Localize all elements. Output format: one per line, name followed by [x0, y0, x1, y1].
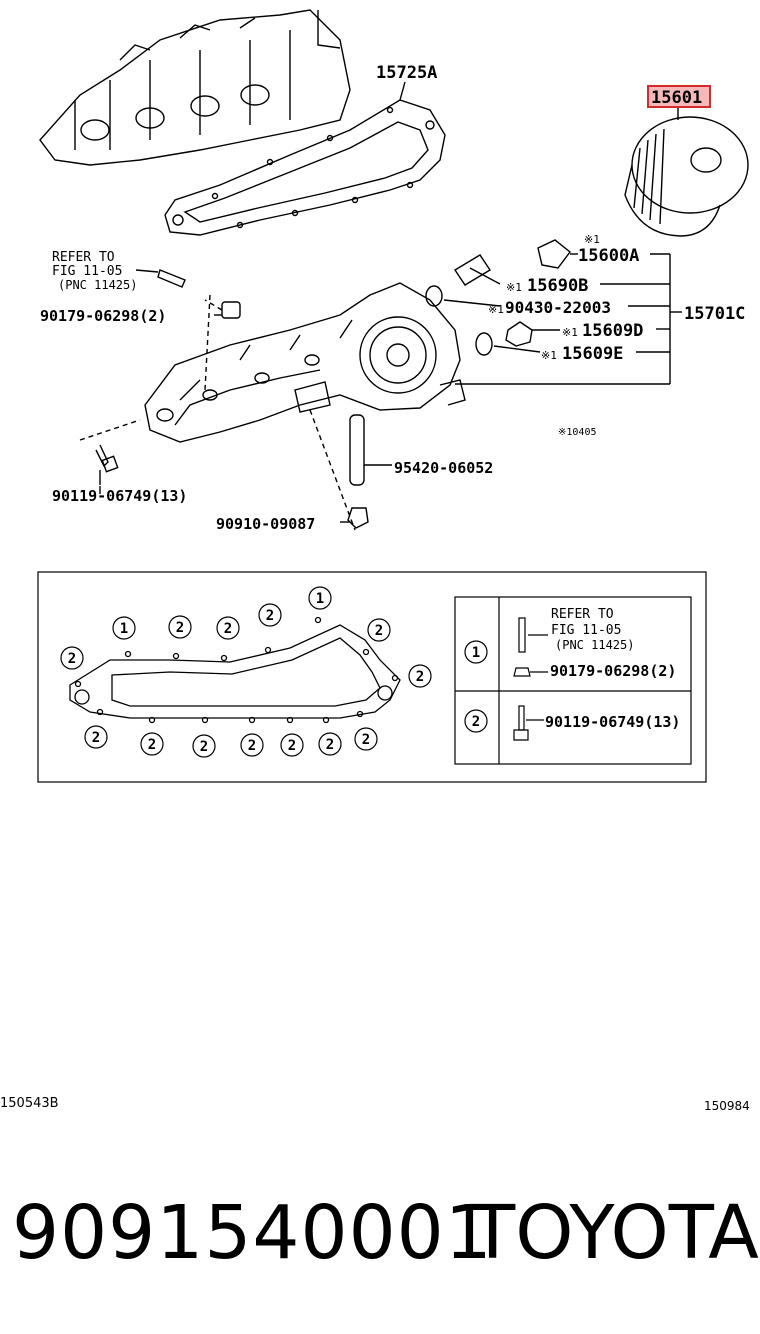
- oil-cooler-housing-drawing: [144, 282, 466, 443]
- mark-15609D: ※1: [562, 326, 578, 339]
- label-95420: 95420-06052: [394, 459, 493, 477]
- engine-block-drawing: [39, 9, 351, 166]
- marker-2f: 2: [416, 669, 424, 685]
- label-15701C: 15701C: [684, 304, 745, 324]
- marker-2h: 2: [148, 737, 156, 753]
- small-parts-drawing: [425, 239, 578, 356]
- highlight-box: [647, 85, 711, 108]
- detail-frame: [37, 571, 707, 783]
- label-15601: 15601: [651, 88, 702, 108]
- label-15609E: 15609E: [562, 344, 623, 364]
- marker-1b: 1: [316, 591, 324, 607]
- legend-part-1: 90179-06298(2): [550, 662, 676, 680]
- drawing-code-left: 150543B: [0, 1096, 59, 1111]
- refer-line-3: (PNC 11425): [58, 278, 137, 292]
- pipe-95420-drawing: [309, 409, 392, 531]
- label-15600A: 15600A: [578, 246, 639, 266]
- marker-2m: 2: [362, 732, 370, 748]
- label-90910: 90910-09087: [216, 515, 315, 533]
- legend-refer-1: REFER TO: [551, 607, 614, 622]
- label-90119: 90119-06749(13): [52, 487, 187, 505]
- legend-refer-2: FIG 11-05: [551, 623, 621, 638]
- mark-15609E: ※1: [541, 349, 557, 362]
- legend-refer-3: (PNC 11425): [555, 638, 634, 652]
- legend-part-2: 90119-06749(13): [545, 713, 680, 731]
- marker-2g: 2: [92, 730, 100, 746]
- gasket-drawing: [164, 81, 446, 236]
- refer-line-1: REFER TO: [52, 250, 115, 265]
- mark-15600A: ※1: [584, 233, 600, 246]
- part-number: 9091540001: [12, 1190, 493, 1276]
- legend-num-2: 2: [472, 714, 480, 730]
- marker-2k: 2: [288, 738, 296, 754]
- note-10405: ※10405: [558, 427, 596, 438]
- bolt-90119-drawing: [79, 419, 141, 485]
- marker-2j: 2: [248, 738, 256, 754]
- nut-90179-drawing: [204, 294, 241, 391]
- detail-gasket-drawing: [69, 616, 401, 724]
- marker-1a: 1: [120, 621, 128, 637]
- brand-name: TOYOTA: [470, 1190, 759, 1276]
- marker-2a: 2: [176, 620, 184, 636]
- label-15690B: 15690B: [527, 276, 588, 296]
- legend-num-1: 1: [472, 645, 480, 661]
- label-90179: 90179-06298(2): [40, 307, 166, 325]
- plug-90910-drawing: [340, 507, 369, 529]
- label-15725A: 15725A: [376, 63, 437, 83]
- marker-2e: 2: [68, 651, 76, 667]
- refer-line-2: FIG 11-05: [52, 264, 122, 279]
- oil-filter-drawing: [624, 105, 749, 237]
- marker-2l: 2: [326, 737, 334, 753]
- label-90430: 90430-22003: [505, 298, 611, 317]
- stud-drawing: [135, 269, 186, 288]
- marker-2d: 2: [375, 623, 383, 639]
- legend-table: [454, 596, 692, 765]
- callout-bracket: [455, 253, 682, 385]
- label-15609D: 15609D: [582, 321, 643, 341]
- marker-2b: 2: [224, 621, 232, 637]
- parts-diagram: 15725A 15601 15600A 15690B 90430-22003 1…: [37, 9, 749, 783]
- bolt-markers: [60, 586, 432, 758]
- drawing-code-right: 150984: [704, 1099, 750, 1113]
- mark-90430: ※1: [488, 303, 504, 316]
- marker-2c: 2: [266, 608, 274, 624]
- marker-2i: 2: [200, 739, 208, 755]
- mark-15690B: ※1: [506, 281, 522, 294]
